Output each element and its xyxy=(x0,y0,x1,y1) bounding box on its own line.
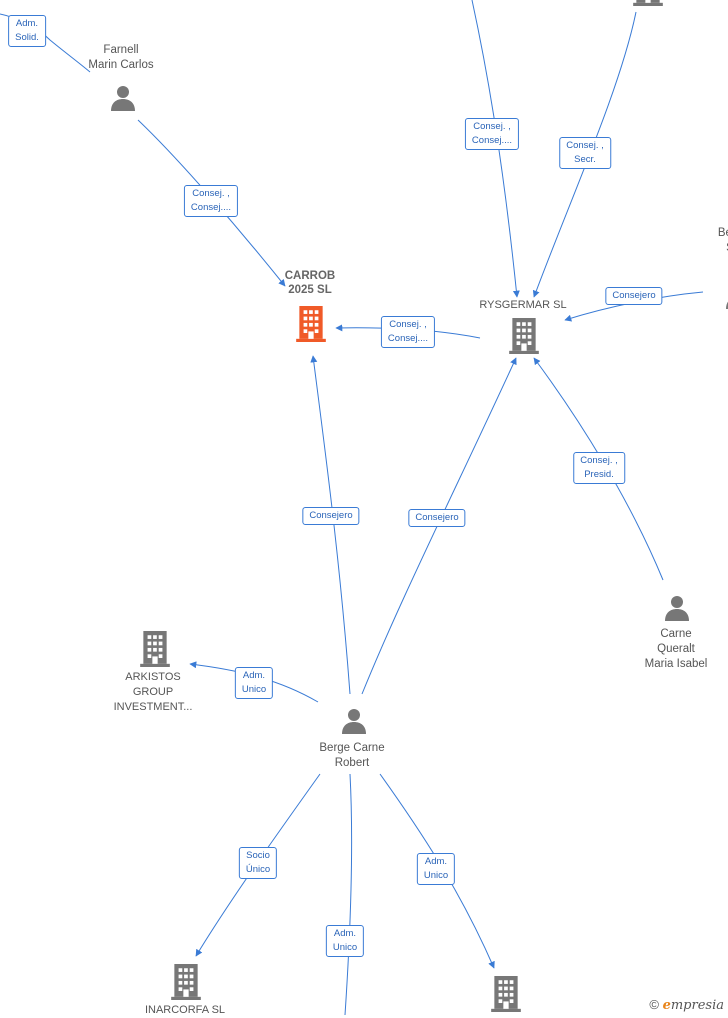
copyright-symbol: © xyxy=(649,997,659,1012)
node-label-arkistos: ARKISTOS GROUP INVESTMENT... xyxy=(113,671,193,713)
edge-label-farnell-carrob[interactable]: Consej. , Consej.... xyxy=(183,185,239,217)
inarcorfa-building-icon xyxy=(171,964,201,1000)
edge-top-rysgermar-1 xyxy=(471,0,520,298)
edge-label-berg-rysgermar[interactable]: Consejero xyxy=(605,287,663,305)
carrob-building-icon xyxy=(296,306,326,342)
node-label-robert: Berge Carne Robert xyxy=(319,742,385,769)
node-label-farnell: Farnell Marin Carlos xyxy=(88,44,154,71)
edge-label-robert-arkistos[interactable]: Adm. Unico xyxy=(234,667,274,699)
edge-label-top-rysgermar-1[interactable]: Consej. , Consej.... xyxy=(464,118,520,150)
bottom-company-building-icon xyxy=(491,976,521,1012)
farnell-person-icon xyxy=(111,86,135,111)
edge-label-adm-solid[interactable]: Adm. Solid. xyxy=(8,15,46,47)
robert-person-icon xyxy=(342,709,366,734)
edge-label-carne-rysgermar[interactable]: Consej. , Presid. xyxy=(573,452,625,484)
edge-robert-bottom-down xyxy=(344,773,353,1015)
brand-logo: empresia xyxy=(662,998,724,1013)
edge-label-robert-company-bottom[interactable]: Adm. Unico xyxy=(416,853,456,885)
rysgermar-building-icon xyxy=(509,318,539,354)
edge-robert-rysgermar xyxy=(361,357,517,695)
edge-label-robert-inarcorfa[interactable]: Socio Único xyxy=(238,847,278,879)
edge-label-robert-carrob[interactable]: Consejero xyxy=(302,507,360,525)
arkistos-building-icon xyxy=(140,631,170,667)
empresia-watermark: © empresia xyxy=(649,997,724,1013)
node-label-carrob: CARROB 2025 SL xyxy=(284,270,336,296)
edge-label-rysgermar-carrob[interactable]: Consej. , Consej.... xyxy=(380,316,436,348)
edge-label-robert-rysgermar[interactable]: Consejero xyxy=(408,509,466,527)
node-label-berg: Berg S xyxy=(717,227,728,254)
node-label-rysgermar: RYSGERMAR SL xyxy=(479,299,567,311)
top-company-building-icon xyxy=(633,0,663,6)
node-label-inarcorfa: INARCORFA SL xyxy=(144,1004,226,1016)
carne-queralt-person-icon xyxy=(665,596,689,621)
node-label-carne-queralt: Carne Queralt Maria Isabel xyxy=(644,628,708,670)
edge-robert-carrob xyxy=(310,355,351,695)
edge-label-top-rysgermar-2[interactable]: Consej. , Secr. xyxy=(559,137,611,169)
edge-label-robert-bottom-down[interactable]: Adm. Unico xyxy=(325,925,365,957)
